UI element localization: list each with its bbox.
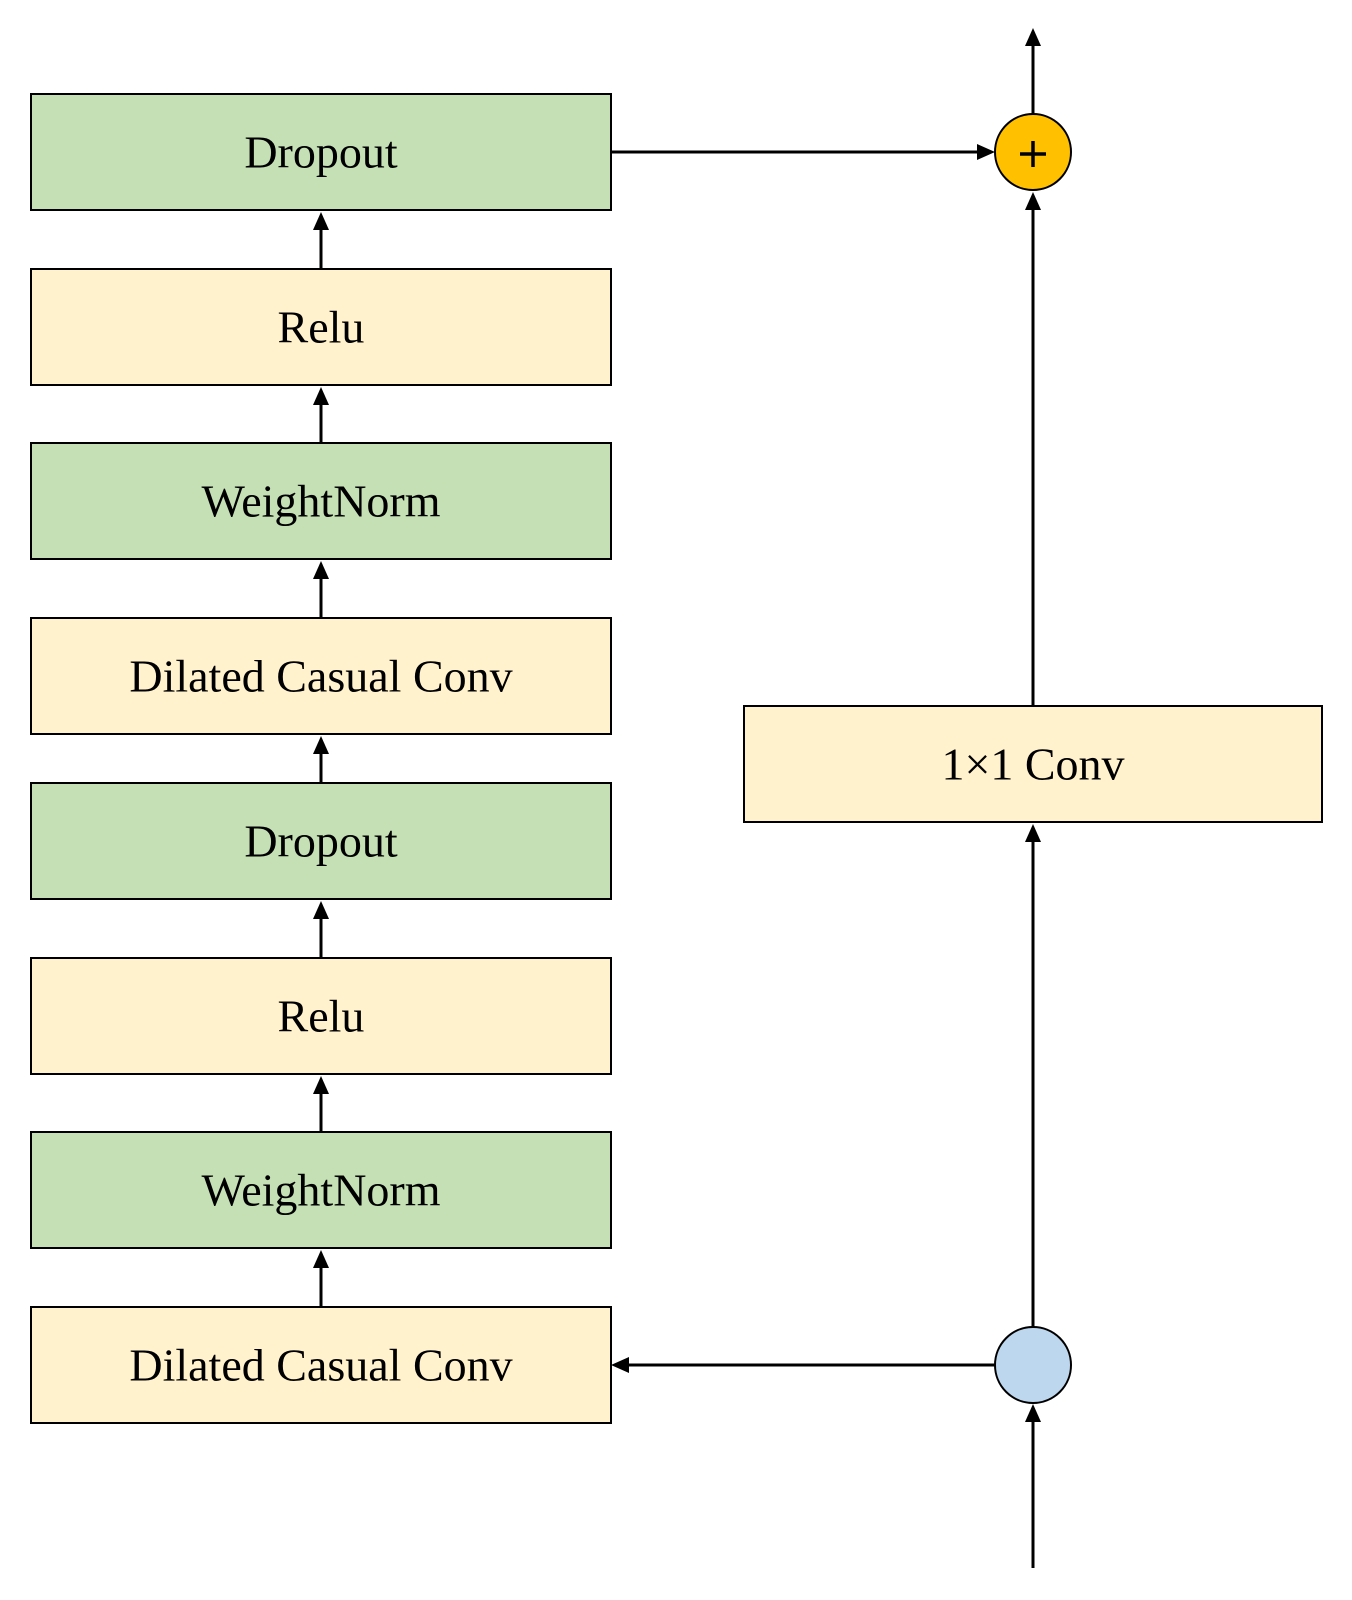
- block-weightnorm-bottom-label: WeightNorm: [201, 1165, 440, 1216]
- arrowhead-right: [977, 144, 995, 160]
- block-1x1-conv-box: [743, 705, 1323, 823]
- block-dilated-conv-top-box: [30, 617, 612, 735]
- block-dilated-conv-bottom-box: [30, 1306, 612, 1424]
- arrowhead-up: [313, 901, 329, 919]
- plus-icon: [1020, 141, 1046, 167]
- split-circle: [994, 1326, 1072, 1404]
- block-weightnorm-top-label: WeightNorm: [201, 476, 440, 527]
- arrow-dropout-to-dilated-top: [313, 736, 329, 783]
- arrowhead-up: [1025, 824, 1041, 842]
- arrow-weightnorm-to-relu-top: [313, 387, 329, 443]
- block-dilated-conv-top: Dilated Casual Conv: [30, 617, 612, 735]
- block-relu-top-label: Relu: [278, 302, 365, 353]
- arrowhead-up: [313, 561, 329, 579]
- arrow-weightnorm-to-relu-bottom: [313, 1076, 329, 1132]
- arrow-dilated-to-weightnorm-top: [313, 561, 329, 618]
- block-1x1-conv-label: 1×1 Conv: [941, 739, 1124, 790]
- block-relu-top: Relu: [30, 268, 612, 386]
- block-dropout-top-label: Dropout: [244, 127, 398, 178]
- block-relu-bottom: Relu: [30, 957, 612, 1075]
- block-weightnorm-bottom-box: [30, 1131, 612, 1249]
- block-dropout-top: Dropout: [30, 93, 612, 211]
- block-dilated-conv-bottom: Dilated Casual Conv: [30, 1306, 612, 1424]
- block-dilated-conv-top-label: Dilated Casual Conv: [129, 651, 512, 702]
- arrowhead-up: [1025, 28, 1041, 46]
- arrowhead-up: [1025, 1404, 1041, 1422]
- block-dilated-conv-bottom-label: Dilated Casual Conv: [129, 1340, 512, 1391]
- arrow-relu-to-dropout-top: [313, 212, 329, 269]
- arrowhead-up: [313, 387, 329, 405]
- arrow-adder-output: [1025, 28, 1041, 114]
- arrowhead-up: [313, 212, 329, 230]
- block-dropout-bottom-box: [30, 782, 612, 900]
- arrow-split-to-dilated-bottom: [611, 1357, 995, 1373]
- block-weightnorm-bottom: WeightNorm: [30, 1131, 612, 1249]
- arrowhead-up: [1025, 192, 1041, 210]
- arrow-relu-to-dropout-bottom: [313, 901, 329, 958]
- arrow-split-to-conv: [1025, 824, 1041, 1327]
- arrowhead-up: [313, 1250, 329, 1268]
- split-node: [994, 1326, 1072, 1404]
- block-dropout-bottom-label: Dropout: [244, 816, 398, 867]
- block-weightnorm-top: WeightNorm: [30, 442, 612, 560]
- block-dropout-bottom: Dropout: [30, 782, 612, 900]
- arrow-conv-to-adder: [1025, 192, 1041, 706]
- arrowhead-up: [313, 736, 329, 754]
- block-relu-top-box: [30, 268, 612, 386]
- adder-node: [994, 113, 1072, 191]
- block-relu-bottom-box: [30, 957, 612, 1075]
- arrow-input-to-split: [1025, 1404, 1041, 1568]
- block-relu-bottom-label: Relu: [278, 991, 365, 1042]
- block-1x1-conv: 1×1 Conv: [743, 705, 1323, 823]
- block-dropout-top-box: [30, 93, 612, 211]
- arrowhead-left: [611, 1357, 629, 1373]
- arrow-weightnorm-bottom-to-dilated: [313, 1250, 329, 1307]
- arrow-dropout-to-adder: [611, 144, 995, 160]
- arrowhead-up: [313, 1076, 329, 1094]
